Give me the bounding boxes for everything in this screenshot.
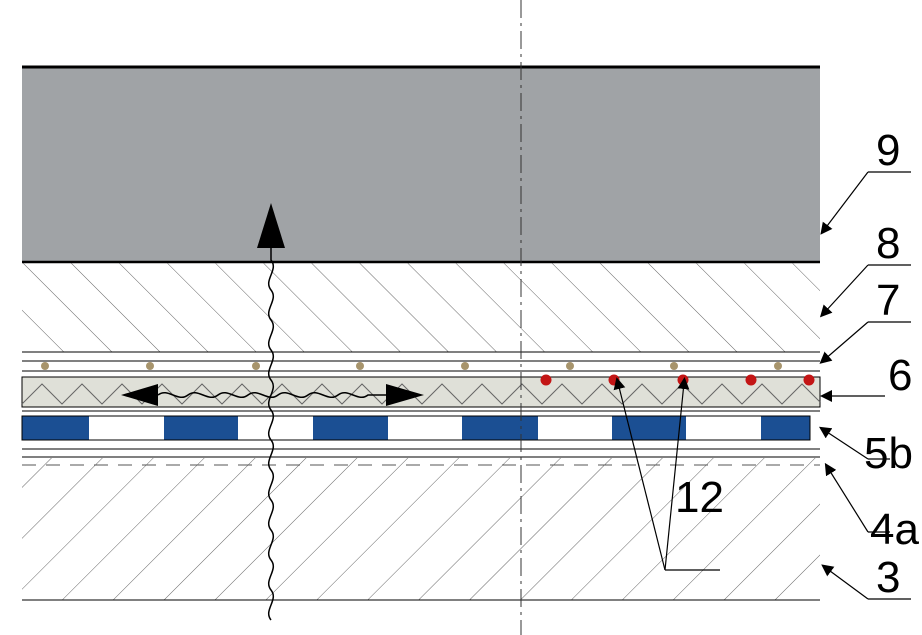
label-8: 8 bbox=[876, 219, 900, 268]
label-5b: 5b bbox=[864, 429, 913, 478]
label-3: 3 bbox=[876, 553, 900, 602]
label-4a: 4a bbox=[870, 505, 919, 554]
up-arrowhead-icon bbox=[257, 203, 285, 248]
right-arrowhead-icon bbox=[386, 384, 424, 406]
vertical-moisture-path bbox=[268, 248, 274, 621]
label-6: 6 bbox=[888, 351, 912, 400]
horizontal-moisture-path bbox=[157, 392, 386, 398]
layer-9-slab bbox=[22, 67, 820, 262]
callout-leaders bbox=[818, 171, 911, 600]
tan-dots bbox=[41, 362, 782, 370]
blue-block-row bbox=[22, 416, 810, 440]
layer-3-hatched bbox=[22, 458, 820, 600]
label-12: 12 bbox=[675, 473, 724, 522]
layer-5b-outline bbox=[21, 415, 811, 441]
layer-8-hatched bbox=[22, 263, 820, 352]
element-12-leaders bbox=[613, 377, 720, 571]
label-7: 7 bbox=[876, 276, 900, 325]
left-arrowhead-icon bbox=[121, 384, 158, 406]
label-9: 9 bbox=[876, 126, 900, 175]
